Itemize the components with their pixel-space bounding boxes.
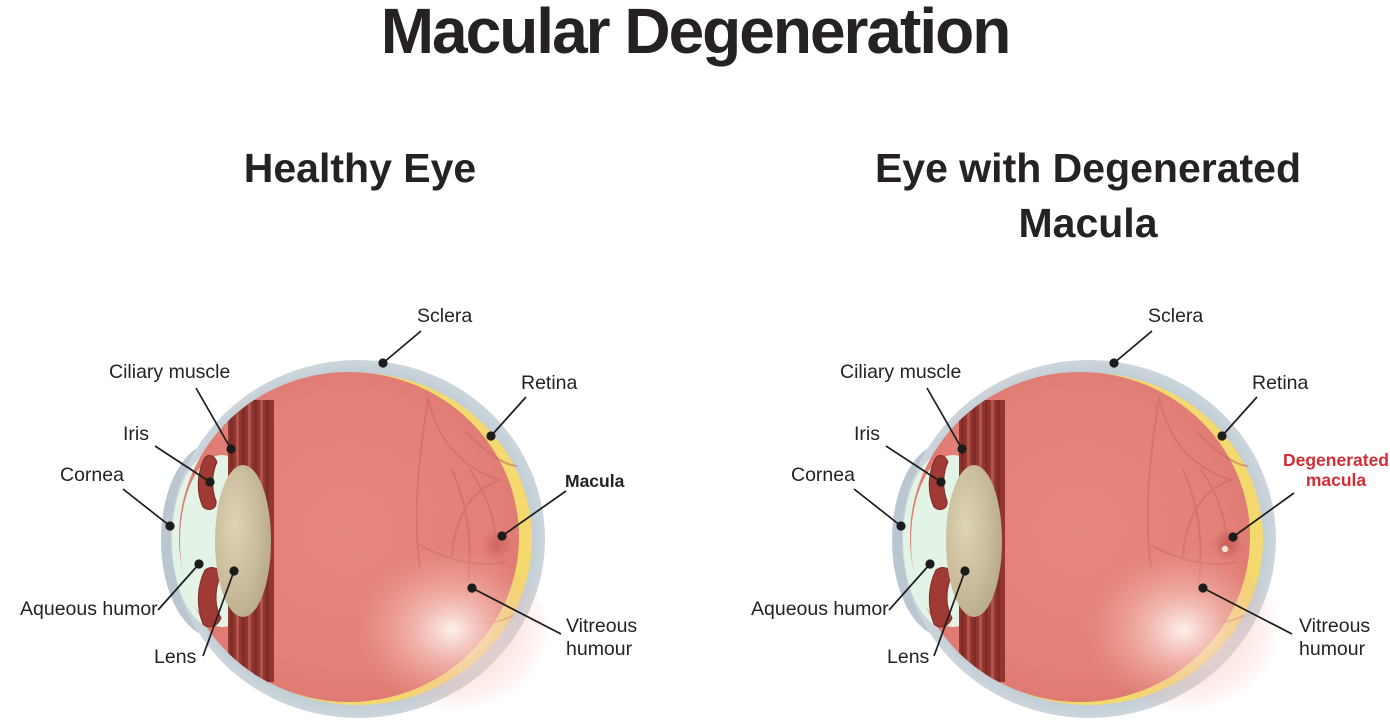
pointer-aqueous-humor bbox=[888, 559, 935, 611]
label-vitreous-humour: Vitreous humour bbox=[1299, 615, 1371, 660]
pointer-degenerated-macula bbox=[1228, 492, 1295, 542]
page-title: Macular Degeneration bbox=[380, 0, 1012, 67]
pointer-vitreous-humour bbox=[467, 583, 562, 635]
pointer-lens bbox=[933, 566, 970, 657]
label-retina: Retina bbox=[1252, 372, 1309, 394]
label-retina: Retina bbox=[521, 372, 578, 394]
label-sclera: Sclera bbox=[1148, 305, 1204, 327]
label-aqueous-humor: Aqueous humor bbox=[20, 598, 158, 620]
label-iris: Iris bbox=[854, 423, 880, 445]
label-cornea: Cornea bbox=[791, 464, 855, 486]
pointer-aqueous-humor bbox=[157, 559, 204, 611]
pointer-retina bbox=[486, 396, 527, 441]
pointer-lens bbox=[202, 566, 239, 657]
pointer-vitreous-humour bbox=[1198, 583, 1293, 635]
label-macula: Macula bbox=[565, 471, 625, 491]
pointer-sclera bbox=[1109, 330, 1153, 368]
label-lens: Lens bbox=[887, 646, 930, 668]
pointer-iris bbox=[154, 445, 215, 487]
pointer-ciliary-muscle bbox=[195, 387, 236, 454]
subtitle-degenerated-eye: Eye with Degenerated Macula bbox=[874, 145, 1302, 246]
label-lens: Lens bbox=[154, 646, 197, 668]
degenerated-macula-fleck bbox=[1221, 545, 1229, 553]
pointer-cornea bbox=[122, 488, 175, 531]
pointers-degenerated bbox=[853, 330, 1295, 657]
healthy-eye-illustration bbox=[161, 360, 550, 718]
pointer-macula bbox=[497, 490, 567, 541]
label-vitreous-humour: Vitreous humour bbox=[566, 615, 638, 660]
subtitle-healthy-eye: Healthy Eye bbox=[243, 145, 477, 191]
pointer-ciliary-muscle bbox=[926, 387, 967, 454]
pointer-sclera bbox=[378, 330, 422, 368]
pointer-retina bbox=[1217, 396, 1258, 441]
label-iris: Iris bbox=[123, 423, 149, 445]
label-ciliary-muscle: Ciliary muscle bbox=[109, 361, 231, 383]
pointer-cornea bbox=[853, 488, 906, 531]
label-ciliary-muscle: Ciliary muscle bbox=[840, 361, 962, 383]
label-aqueous-humor: Aqueous humor bbox=[751, 598, 889, 620]
label-cornea: Cornea bbox=[60, 464, 124, 486]
label-degenerated-macula: Degenerated macula bbox=[1282, 450, 1389, 490]
pointers-healthy bbox=[122, 330, 567, 657]
label-sclera: Sclera bbox=[417, 305, 473, 327]
pointer-iris bbox=[885, 445, 946, 487]
